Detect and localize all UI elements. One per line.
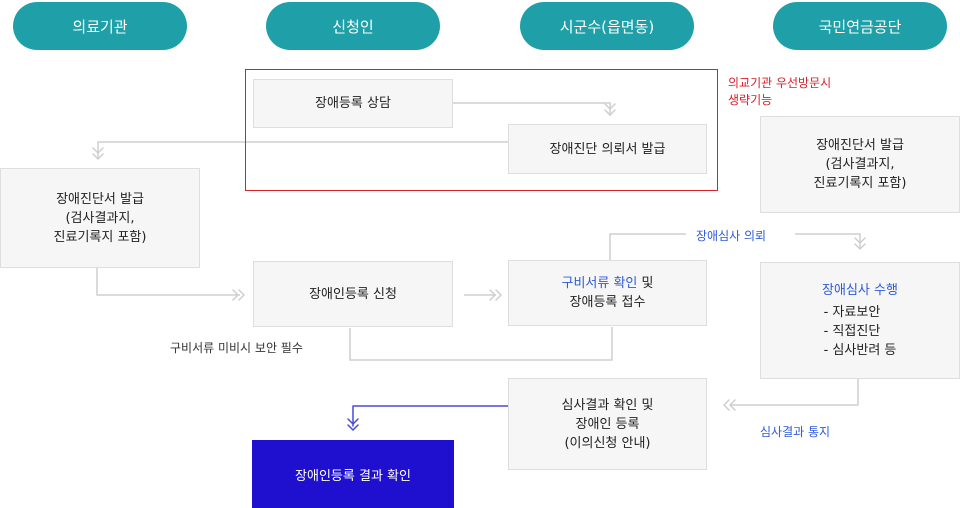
box-nps-diagnosis-line-1: 장애진단서 발급 [816, 138, 904, 153]
box-review-item-2: - 직접진단 [823, 324, 881, 339]
optional-step-note-line-1: 의교기관 우선방문시 [728, 76, 832, 90]
arrowhead-hospital [92, 147, 104, 154]
optional-step-note-line-2: 생략기능 [728, 93, 773, 107]
arrowhead-opinion [604, 103, 616, 110]
box-review-item-1: - 자료보안 [823, 305, 881, 320]
label-review-request: 장애심사 의뢰 [688, 228, 775, 244]
arrowhead-docs-2 [495, 289, 502, 301]
box-review: 장애심사 수행 - 자료보안 - 직접진단 - 심사반려 등 [760, 262, 960, 379]
box-docs-check-highlight: 구비서류 확인 [561, 276, 638, 291]
connector-hospital-to-apply [96, 268, 240, 296]
optional-step-frame [245, 69, 718, 191]
arrowhead-result [729, 399, 736, 411]
box-nps-diagnosis-line-3: 진료기록지 포함) [813, 176, 907, 191]
arrowhead-review [854, 237, 866, 244]
box-apply-label: 장애인등록 신청 [309, 286, 397, 302]
box-final-result: 장애인등록 결과 확인 [252, 440, 454, 508]
connector-supplement-loop [349, 327, 613, 361]
column-header-hospital: 의료기관 [13, 2, 187, 50]
arrowhead-docs [489, 289, 496, 301]
arrowhead-apply-2 [238, 289, 245, 301]
optional-step-note: 의교기관 우선방문시 생략기능 [728, 75, 831, 109]
box-result-confirm-line-3: (이의신청 안내) [564, 435, 651, 451]
box-review-items: - 자료보안 - 직접진단 - 심사반려 등 [824, 303, 897, 360]
arrowhead-final [347, 418, 359, 425]
connector-result-to-final [352, 405, 509, 427]
arrowhead-hospital-2 [92, 153, 104, 160]
arrowhead-review-2 [854, 243, 866, 250]
connector-label-to-review [795, 233, 861, 248]
box-hospital-diagnosis-line-1: 장애진단서 발급 [56, 191, 144, 207]
column-header-municipality: 시군수(읍면동) [520, 2, 694, 50]
box-hospital-diagnosis-line-3: 진료기록지 포함) [53, 229, 147, 245]
box-result-confirm: 심사결과 확인 및 장애인 등록 (이의신청 안내) [508, 378, 707, 470]
label-supplement-required: 구비서류 미비시 보안 필수 [162, 340, 311, 356]
arrowhead-final-2 [347, 424, 359, 431]
box-docs-check-suffix: 및 [637, 276, 654, 291]
box-result-confirm-line-2: 장애인 등록 [575, 416, 640, 432]
label-result-notice: 심사결과 통지 [752, 424, 839, 440]
box-issue-opinion: 장애진단 의뢰서 발급 [508, 124, 707, 174]
box-hospital-diagnosis: 장애진단서 발급 (검사결과지, 진료기록지 포함) [0, 168, 200, 268]
box-nps-diagnosis: 장애진단서 발급 (검사결과지, 진료기록지 포함) [760, 116, 960, 213]
box-nps-diagnosis-line-2: (검사결과지, [825, 157, 895, 172]
box-hospital-diagnosis-line-2: (검사결과지, [65, 210, 135, 226]
arrowhead-result-2 [723, 399, 730, 411]
box-consult-label: 장애등록 상담 [315, 96, 391, 111]
arrowhead-opinion-2 [604, 109, 616, 116]
box-final-result-label: 장애인등록 결과 확인 [295, 468, 411, 484]
box-docs-check-line-1: 구비서류 확인 및 [562, 274, 654, 293]
box-docs-check: 구비서류 확인 및 장애등록 접수 [508, 260, 707, 326]
box-result-confirm-line-1: 심사결과 확인 및 [561, 397, 654, 413]
box-review-title: 장애심사 수행 [822, 283, 898, 298]
column-header-nps: 국민연금공단 [773, 2, 947, 50]
connector-consult-to-opinion [453, 102, 611, 116]
box-apply: 장애인등록 신청 [253, 261, 453, 327]
box-issue-opinion-label: 장애진단 의뢰서 발급 [549, 141, 666, 157]
connector-review-to-result [730, 379, 859, 406]
connector-docs-to-review [609, 233, 686, 260]
column-header-applicant: 신청인 [266, 2, 440, 50]
box-docs-check-line-2: 장애등록 접수 [569, 295, 646, 310]
box-review-item-3: - 심사반려 등 [823, 343, 897, 358]
box-consult: 장애등록 상담 [253, 79, 453, 128]
arrowhead-apply [232, 289, 239, 301]
